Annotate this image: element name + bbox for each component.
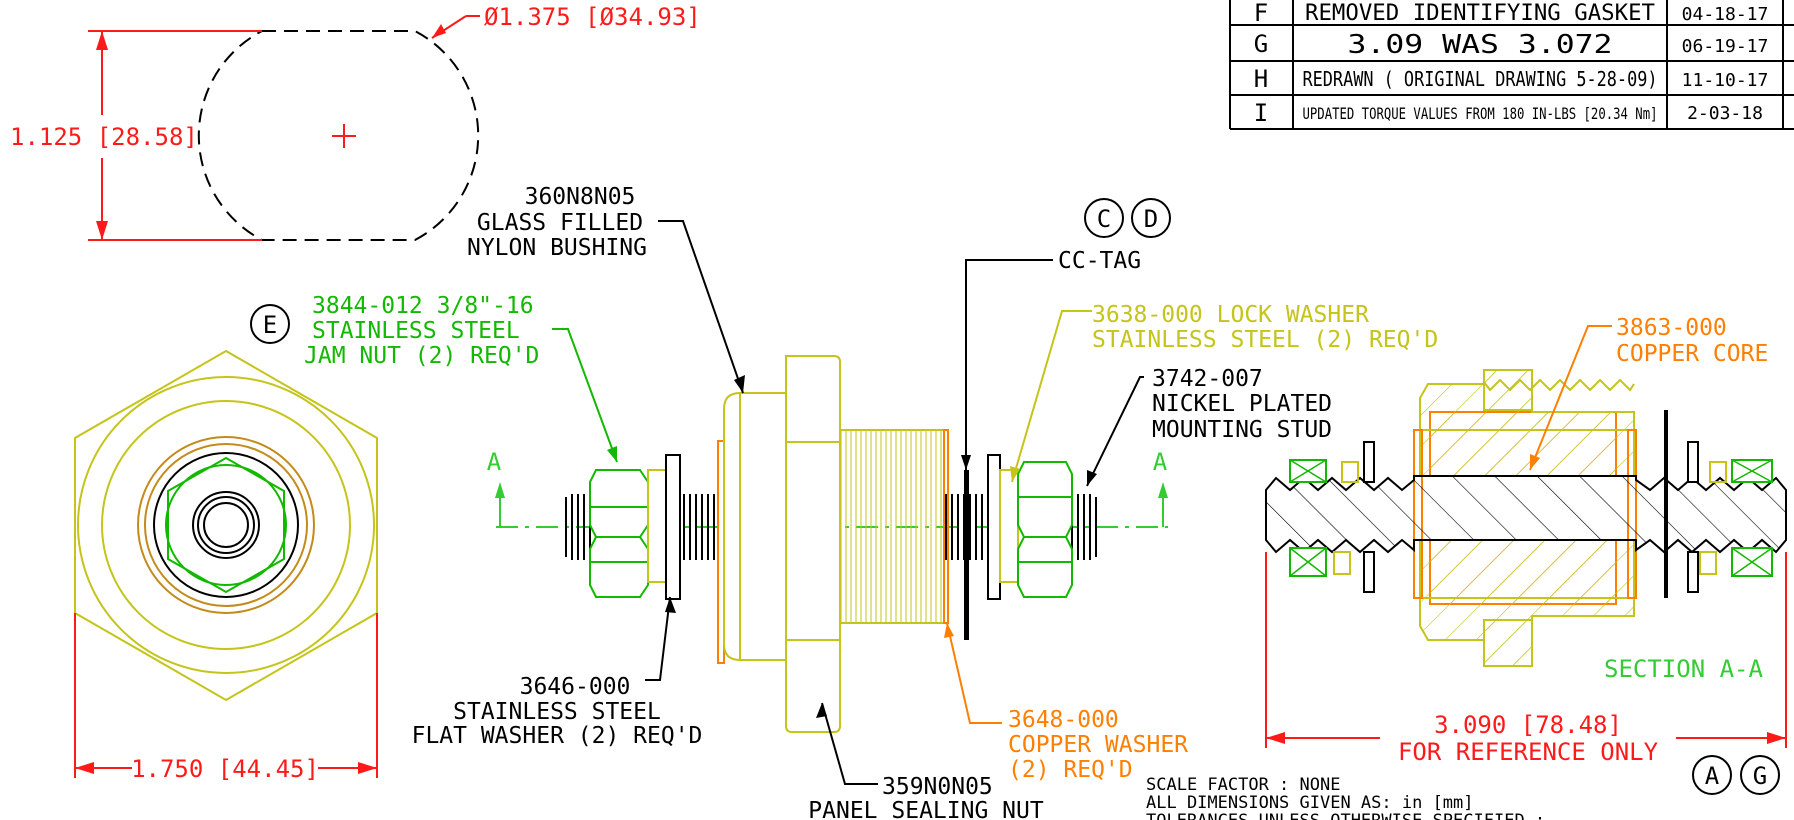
reference-note: FOR REFERENCE ONLY xyxy=(1398,738,1659,766)
rev-letter-i: I xyxy=(1254,99,1268,127)
rev-desc-i: UPDATED TORQUE VALUES FROM 180 IN-LBS [2… xyxy=(1303,104,1658,123)
hole-flat-dimension: 1.125 [28.58] xyxy=(10,123,198,151)
section-marker-right: A xyxy=(1153,448,1168,476)
core-part-number: 3863-000 xyxy=(1616,315,1727,341)
hex-width-dimension: 1.750 [44.45] xyxy=(131,755,319,783)
hex-end-view xyxy=(74,349,378,778)
rev-badge-ag: A G xyxy=(1692,755,1780,795)
overall-length-dimension: 3.090 [78.48] xyxy=(1434,711,1622,739)
rev-badge-g: G xyxy=(1753,762,1767,790)
rev-desc-g: 3.09 WAS 3.072 xyxy=(1348,30,1613,60)
rev-date-h: 11-10-17 xyxy=(1682,70,1769,91)
nut-part-number: 359N0N05 xyxy=(882,774,993,800)
rev-letter-h: H xyxy=(1254,65,1268,93)
mounting-hole xyxy=(88,15,480,241)
rev-date-f: 04-18-17 xyxy=(1682,4,1769,25)
rev-badge-cd: C D xyxy=(1084,198,1171,238)
scale-note: SCALE FACTOR : NONE xyxy=(1146,775,1340,795)
flat-washer-line-2: STAINLESS STEEL xyxy=(453,699,661,725)
copper-washer-line-3: (2) REQ'D xyxy=(1008,757,1133,783)
revision-table-text: F REMOVED IDENTIFYING GASKET 04-18-17 G … xyxy=(1254,0,1769,127)
rev-badge-d: D xyxy=(1144,205,1158,233)
stud-line-1: 3742-007 xyxy=(1152,366,1263,392)
jam-nut-line-2: STAINLESS STEEL xyxy=(312,318,520,344)
copper-washer-line-1: 3648-000 xyxy=(1008,707,1119,733)
rev-date-g: 06-19-17 xyxy=(1682,36,1769,57)
jam-nut-line-3: JAM NUT (2) REQ'D xyxy=(304,343,539,369)
cc-tag-label: CC-TAG xyxy=(1058,248,1141,274)
rev-desc-h: REDRAWN ( ORIGINAL DRAWING 5-28-09) xyxy=(1303,67,1658,91)
rev-badge-a: A xyxy=(1705,762,1720,790)
lock-washer-line-1: 3638-000 LOCK WASHER xyxy=(1092,302,1369,328)
nut-description: PANEL SEALING NUT xyxy=(808,798,1044,820)
rev-date-i: 2-03-18 xyxy=(1687,103,1763,124)
bushing-line-3: NYLON BUSHING xyxy=(467,235,647,261)
stud-line-3: MOUNTING STUD xyxy=(1152,417,1332,443)
rev-letter-f: F xyxy=(1254,0,1268,27)
rev-badge-e-letter: E xyxy=(263,311,277,339)
hole-diameter-dimension: Ø1.375 [Ø34.93] xyxy=(484,3,701,31)
assembly-side-view xyxy=(495,220,1168,785)
revision-table xyxy=(1229,0,1794,130)
core-description: COPPER CORE xyxy=(1616,341,1768,367)
rev-desc-f: REMOVED IDENTIFYING GASKET xyxy=(1305,1,1655,26)
section-label: SECTION A-A xyxy=(1604,655,1763,683)
rev-badge-e: E xyxy=(250,304,290,344)
jam-nut-line-1: 3844-012 3/8"-16 xyxy=(312,293,534,319)
stud-line-2: NICKEL PLATED xyxy=(1152,391,1332,417)
flat-washer-line-1: 3646-000 xyxy=(520,674,631,700)
flat-washer-line-3: FLAT WASHER (2) REQ'D xyxy=(412,723,703,749)
units-note: ALL DIMENSIONS GIVEN AS: in [mm] xyxy=(1146,793,1474,813)
bushing-part-number: 360N8N05 xyxy=(525,184,636,210)
lock-washer-line-2: STAINLESS STEEL (2) REQ'D xyxy=(1092,327,1438,353)
bushing-line-2: GLASS FILLED xyxy=(477,210,643,236)
rev-badge-c: C xyxy=(1097,205,1111,233)
tolerance-note: TOLERANCES UNLESS OTHERWISE SPECIFIED : xyxy=(1146,811,1545,820)
section-marker-left: A xyxy=(487,448,502,476)
copper-washer-line-2: COPPER WASHER xyxy=(1008,732,1188,758)
rev-letter-g: G xyxy=(1254,30,1268,58)
section-view xyxy=(1265,325,1787,748)
